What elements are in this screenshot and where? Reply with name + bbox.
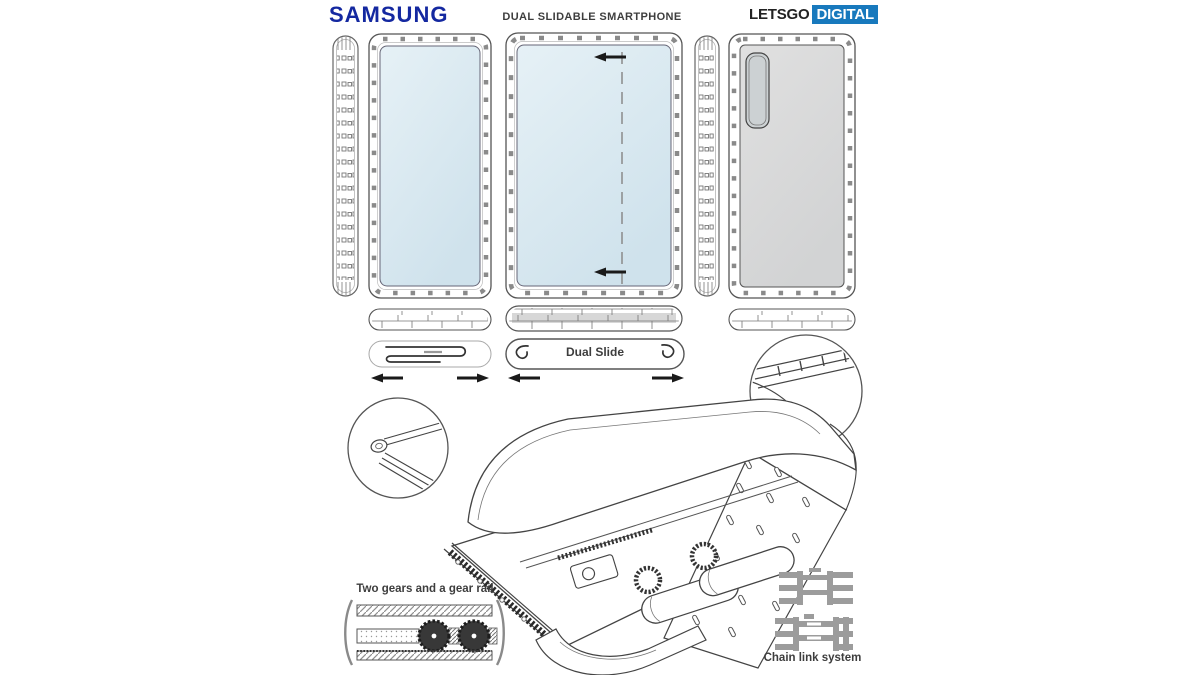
right-hook-line [661,344,675,359]
drive-block [569,554,619,589]
letsgo-wordmark: LETSGO [749,6,810,23]
phone-front-extended [505,32,683,299]
letsgodigital-logo: LETSGO DIGITAL [749,5,878,24]
dual-slide-label: Dual Slide [565,345,624,359]
center-gear-rack [557,527,653,561]
arrow-right-icon [652,373,684,383]
page-title: DUAL SLIDABLE SMARTPHONE [502,11,682,23]
arrow-right-icon [457,373,489,383]
main-3d-figure [443,398,857,675]
camera-module [745,52,770,129]
detail-circle-edge [347,397,449,499]
arrow-left-icon [508,373,540,383]
chain-detail-label: Chain link system [763,652,862,664]
screen-closed [379,45,481,287]
slide-closed-diagram [368,340,492,383]
bottom-gear-rail [356,650,493,661]
bottom-edge-left [368,308,492,331]
samsung-logo: SAMSUNG [329,2,449,27]
top-rail [356,604,493,617]
bottom-housing [535,625,707,675]
screen-extended [516,44,672,287]
slide-bar [356,628,420,644]
slide-rails [519,475,799,569]
display-wrap-sheet [467,398,857,534]
phone-back [728,33,856,299]
roller-2 [698,546,795,597]
roller-gear-cap-1 [633,565,663,595]
side-strip-right [694,35,720,297]
left-hook-line [515,345,529,360]
chain-diagram-extended [775,614,853,651]
digital-badge: DIGITAL [812,5,878,24]
bottom-edge-right [728,308,856,331]
folded-display-line [385,346,467,363]
gear-rail-detail [344,599,505,666]
slide-open-diagram [505,338,685,383]
phone-front-closed [368,33,492,299]
bottom-edge-middle [505,305,683,332]
side-strip-left [332,35,359,297]
arrow-left-icon [371,373,403,383]
chain-diagram-compressed [779,568,853,605]
gear-detail-label: Two gears and a gear rail [356,583,494,595]
roller-gear-cap-2 [689,541,719,571]
